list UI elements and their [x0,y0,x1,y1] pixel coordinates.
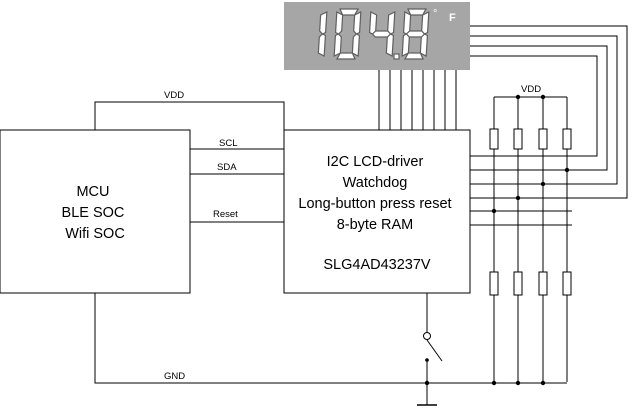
digit-segment-g [371,30,392,38]
digit-segment-d [403,52,424,60]
digit-segment-c [351,33,361,57]
degree-symbol: ° [433,8,437,20]
digit-segment-e [401,33,410,57]
switch-lever [426,339,443,362]
digit-segment-d [335,52,356,60]
driver-label: I2C LCD-driver Watchdog Long-button pres… [298,154,455,273]
switch-contact [423,332,431,340]
gnd-rail [94,293,567,384]
digit-segment-g [405,30,426,38]
display-digit [368,11,396,57]
display-digits [317,8,430,60]
gnd-label: GND [164,371,185,382]
mcu-block [0,129,191,294]
digit-segment-b [387,11,396,35]
vdd-right-label: VDD [521,84,541,95]
unit-label: F [449,12,456,24]
digit-segment-b [421,11,430,35]
driver-block [283,129,471,294]
display-digit [317,11,328,57]
display-digit [401,8,430,60]
decimal-point [393,53,400,60]
digit-segment-e [333,33,342,57]
display-digit [333,8,362,60]
vdd-left-rail [94,101,285,130]
digit-segment-b [319,11,328,35]
digit-segment-c [317,33,327,57]
mcu-label: MCU BLE SOC Wifi SOC [62,184,129,242]
vdd-left-label: VDD [164,90,184,101]
pulldown-resistors [489,271,572,296]
sda-label: SDA [217,162,237,173]
junction-dots [424,94,570,386]
column-wire-3 [470,45,608,171]
seven-segment-display: ° F [284,2,470,70]
digit-segment-b [353,11,362,35]
switch-pivot [425,358,429,362]
column-wire-1 [470,25,628,199]
digit-segment-f [334,11,344,35]
pullup-resistors [489,128,572,150]
reset-label: Reset [213,209,238,220]
column-wire-4 [470,55,598,157]
scl-label: SCL [219,138,237,149]
